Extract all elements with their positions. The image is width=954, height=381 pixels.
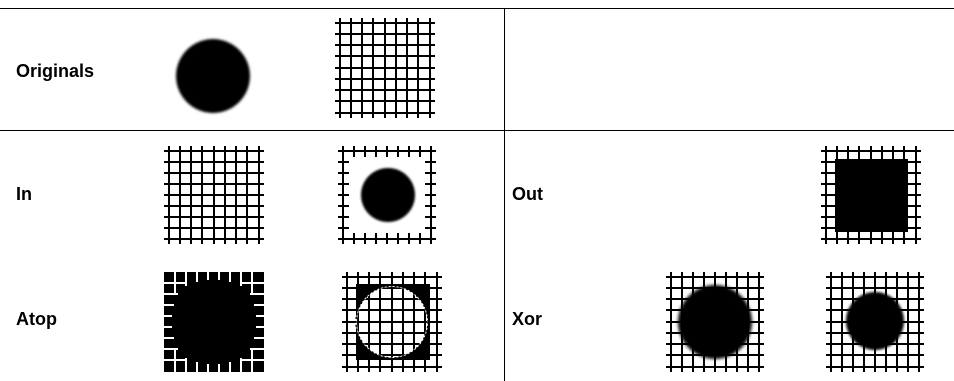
xor-large-circle-icon	[666, 272, 764, 372]
column-divider	[504, 8, 505, 381]
in-grid-icon	[164, 146, 264, 244]
out-square-icon	[821, 146, 921, 244]
atop-blob-icon	[164, 272, 264, 372]
atop-square-circle-icon	[342, 272, 442, 372]
xor-small-circle-icon	[826, 272, 924, 372]
original-circle-icon	[172, 35, 254, 117]
original-grid-icon	[335, 18, 435, 118]
label-atop: Atop	[16, 308, 57, 330]
label-out: Out	[512, 183, 543, 205]
middle-rule	[0, 130, 954, 131]
label-xor: Xor	[512, 308, 542, 330]
label-originals: Originals	[16, 60, 94, 82]
top-rule	[0, 8, 954, 9]
label-in: In	[16, 183, 32, 205]
in-circle-frame-icon	[338, 146, 436, 244]
